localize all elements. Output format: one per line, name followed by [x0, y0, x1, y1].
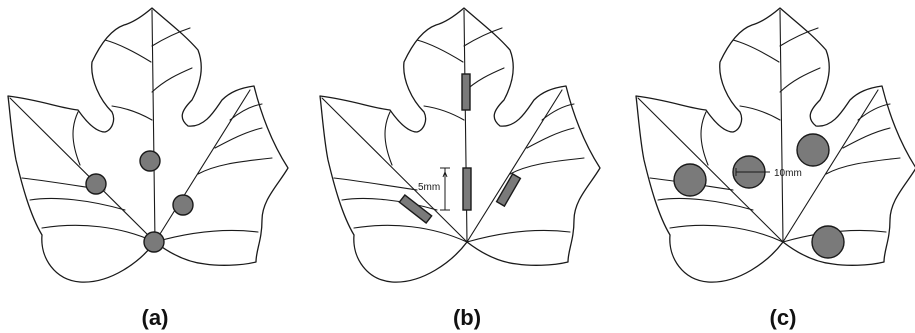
lesion-disc	[797, 134, 829, 166]
strip-upper	[462, 74, 470, 110]
caption-c: (c)	[770, 305, 797, 330]
lesion-spot	[86, 174, 106, 194]
lesion-disc	[674, 164, 706, 196]
dimension-label-c: 10mm	[774, 168, 802, 179]
dimension-label-b: 5mm	[418, 182, 440, 193]
panel-b: 5mm (b)	[320, 8, 600, 330]
panel-c: 10mm (c)	[636, 8, 915, 330]
caption-a: (a)	[142, 305, 169, 330]
lesion-spot	[173, 195, 193, 215]
leaf-b	[320, 8, 600, 282]
panel-a: (a)	[8, 8, 288, 330]
strip-midrib	[463, 168, 471, 210]
caption-b: (b)	[453, 305, 481, 330]
leaf-c	[636, 8, 915, 282]
lesion-disc	[812, 226, 844, 258]
lesion-spot	[144, 232, 164, 252]
lesion-spot	[140, 151, 160, 171]
